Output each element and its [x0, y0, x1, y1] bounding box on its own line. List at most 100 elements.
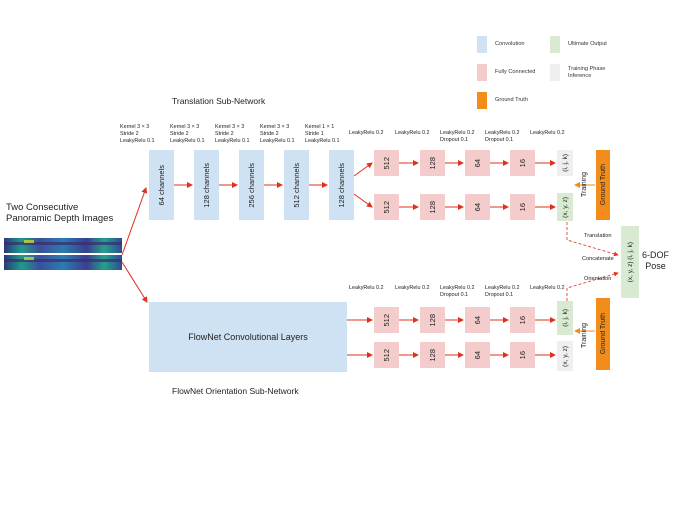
- legend-ground-truth-swatch: [477, 92, 487, 109]
- translation-fc-top-1: 512: [374, 150, 399, 176]
- pose-output-label: (x, y, z) (i, j, k): [626, 241, 634, 283]
- fusion-orientation-label: Orientation: [584, 276, 612, 282]
- orientation-fc-bottom-4-label: 16: [518, 350, 527, 360]
- translation-fc-bottom-3: 64: [465, 194, 490, 220]
- orientation-training-label: Training: [580, 323, 588, 349]
- translation-fc-bottom-4-label: 16: [518, 202, 527, 212]
- conv-layer-1: 64 channels: [149, 150, 174, 220]
- orientation-fc-top-3: 64: [465, 307, 490, 333]
- orientation-fc-top-4-label: 16: [518, 315, 527, 325]
- orientation-output-xyz-label: (x, y, z): [561, 345, 569, 367]
- orientation-ground-truth: Ground Truth: [596, 298, 610, 370]
- translation-training-label-box: Training: [577, 150, 591, 220]
- arrow-conv-to-fc-bottom: [353, 193, 373, 208]
- arrow-translation-to-pose: [566, 222, 619, 257]
- fusion-concatenate-label: Concatenate: [582, 256, 614, 262]
- conv-layer-5: 128 channels: [329, 150, 354, 220]
- arrow-conv-to-fc-top: [353, 162, 373, 177]
- translation-output-ijk: (i, j, k): [557, 150, 573, 176]
- orientation-fc-top-4: 16: [510, 307, 535, 333]
- legend-training-phase-swatch: [550, 64, 560, 81]
- translation-fc-bottom-2: 128: [420, 194, 445, 220]
- orientation-fc-top-2-label: 128: [428, 313, 437, 327]
- translation-fc-top-3-label: 64: [473, 158, 482, 168]
- legend-convolution-label: Convolution: [495, 41, 525, 47]
- orientation-fc-param-3: LeakyRelu 0.2 Dropout 0.1: [440, 285, 475, 298]
- legend-training-phase-label: Training Phase Inference: [568, 66, 606, 79]
- orientation-fc-top-1: 512: [374, 307, 399, 333]
- conv-layer-4: 512 channels: [284, 150, 309, 220]
- depth-image-thumbnail: [4, 238, 122, 270]
- translation-fc-param-4: LeakyRelu 0.2 Dropout 0.1: [485, 130, 520, 143]
- orientation-fc-bottom-4: 16: [510, 342, 535, 368]
- conv-param-4: Kernel 3 × 3 Stride 2 LeakyRelu 0.1: [260, 124, 295, 144]
- conv-layer-2-label: 128 channels: [202, 162, 211, 208]
- translation-ground-truth: Ground Truth: [596, 150, 610, 220]
- orientation-subnetwork-title: FlowNet Orientation Sub-Network: [172, 386, 299, 396]
- translation-fc-top-4-label: 16: [518, 158, 527, 168]
- orientation-ground-truth-label: Ground Truth: [599, 313, 607, 355]
- orientation-fc-top-3-label: 64: [473, 315, 482, 325]
- translation-fc-param-2: LeakyRelu 0.2: [395, 130, 430, 136]
- conv-param-2: Kernel 3 × 3 Stride 2 LeakyRelu 0.1: [170, 124, 205, 144]
- six-dof-pose-label: 6-DOF Pose: [642, 250, 669, 271]
- translation-fc-bottom-2-label: 128: [428, 200, 437, 214]
- conv-param-5: Kernel 1 × 1 Stride 1 LeakyRelu 0.1: [305, 124, 340, 144]
- conv-layer-4-label: 512 channels: [292, 162, 301, 208]
- orientation-fc-param-4: LeakyRelu 0.2 Dropout 0.1: [485, 285, 520, 298]
- translation-fc-bottom-1-label: 512: [382, 200, 391, 214]
- pose-output: (x, y, z) (i, j, k): [621, 226, 639, 298]
- orientation-fc-bottom-1: 512: [374, 342, 399, 368]
- orientation-fc-bottom-3: 64: [465, 342, 490, 368]
- input-title: Two Consecutive Panoramic Depth Images: [6, 202, 114, 224]
- conv-layer-3: 256 channels: [239, 150, 264, 220]
- legend-ultimate-output-swatch: [550, 36, 560, 53]
- arrow-input-to-translation: [121, 187, 148, 256]
- conv-layer-1-label: 64 channels: [157, 164, 166, 206]
- depth-image-pair: [4, 238, 122, 270]
- legend-fully-connected-swatch: [477, 64, 487, 81]
- translation-fc-bottom-1: 512: [374, 194, 399, 220]
- orientation-fc-top-2: 128: [420, 307, 445, 333]
- translation-fc-bottom-4: 16: [510, 194, 535, 220]
- translation-output-xyz-label: (x, y, z): [561, 196, 569, 218]
- orientation-output-xyz: (x, y, z): [557, 341, 573, 371]
- conv-layer-3-label: 256 channels: [247, 162, 256, 208]
- flownet-conv-layers: FlowNet Convolutional Layers: [149, 302, 347, 372]
- arrow-orientation-to-pose: [566, 271, 619, 306]
- orientation-fc-bottom-1-label: 512: [382, 348, 391, 362]
- arrow-input-to-flownet: [121, 261, 148, 303]
- translation-subnetwork-title: Translation Sub-Network: [172, 96, 266, 106]
- orientation-training-label-box: Training: [577, 300, 591, 372]
- legend-ground-truth-label: Ground Truth: [495, 97, 528, 103]
- legend-convolution-swatch: [477, 36, 487, 53]
- translation-fc-param-3: LeakyRelu 0.2 Dropout 0.1: [440, 130, 475, 143]
- translation-fc-top-4: 16: [510, 150, 535, 176]
- conv-param-1: Kernel 3 × 3 Stride 2 LeakyRelu 0.1: [120, 124, 155, 144]
- conv-param-3: Kernel 3 × 3 Stride 2 LeakyRelu 0.1: [215, 124, 250, 144]
- orientation-fc-top-1-label: 512: [382, 313, 391, 327]
- orientation-fc-bottom-2-label: 128: [428, 348, 437, 362]
- flownet-conv-layers-label: FlowNet Convolutional Layers: [188, 332, 308, 342]
- translation-fc-top-1-label: 512: [382, 156, 391, 170]
- orientation-fc-bottom-3-label: 64: [473, 350, 482, 360]
- orientation-output-ijk: (i, j, k): [557, 301, 573, 335]
- translation-fc-param-5: LeakyRelu 0.2: [530, 130, 565, 136]
- conv-layer-2: 128 channels: [194, 150, 219, 220]
- legend-ultimate-output-label: Ultimate Output: [568, 41, 607, 47]
- translation-fc-top-2-label: 128: [428, 156, 437, 170]
- translation-training-label: Training: [580, 172, 588, 198]
- translation-fc-top-3: 64: [465, 150, 490, 176]
- orientation-fc-param-1: LeakyRelu 0.2: [349, 285, 384, 291]
- translation-fc-bottom-3-label: 64: [473, 202, 482, 212]
- orientation-fc-param-5: LeakyRelu 0.2: [530, 285, 565, 291]
- translation-output-xyz: (x, y, z): [557, 193, 573, 221]
- orientation-fc-param-2: LeakyRelu 0.2: [395, 285, 430, 291]
- fusion-translation-label: Translation: [584, 233, 612, 239]
- conv-layer-5-label: 128 channels: [337, 162, 346, 208]
- orientation-output-ijk-label: (i, j, k): [561, 309, 569, 327]
- translation-fc-top-2: 128: [420, 150, 445, 176]
- legend-fully-connected-label: Fully Connected: [495, 69, 536, 75]
- orientation-fc-bottom-2: 128: [420, 342, 445, 368]
